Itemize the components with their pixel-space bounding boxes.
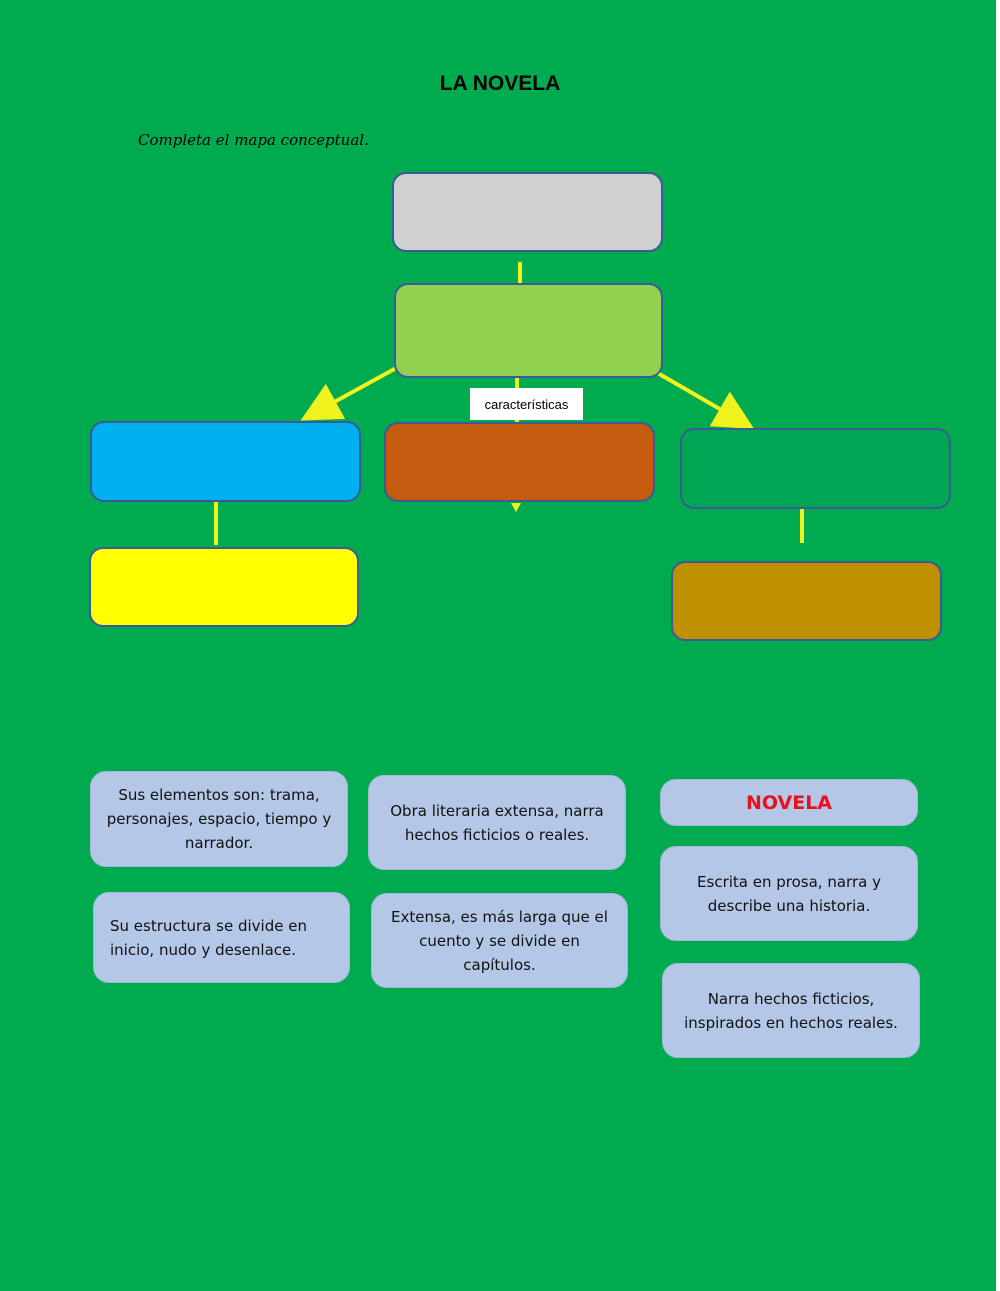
card-elementos[interactable]: Sus elementos son: trama, personajes, es… xyxy=(90,771,348,867)
arrow-right xyxy=(654,370,755,430)
arrow-middle-tip xyxy=(511,503,521,512)
connector-lines xyxy=(214,262,804,545)
card-prosa[interactable]: Escrita en prosa, narra y describe una h… xyxy=(660,846,918,941)
box-green[interactable] xyxy=(680,428,951,509)
page-edge xyxy=(996,0,1000,1291)
box-gold[interactable] xyxy=(671,561,942,641)
card-narra[interactable]: Narra hechos ficticios, inspirados en he… xyxy=(662,963,920,1058)
card-novela[interactable]: NOVELA xyxy=(660,779,918,826)
instruction-text: Completa el mapa conceptual. xyxy=(138,131,369,149)
card-estructura[interactable]: Su estructura se divide en inicio, nudo … xyxy=(93,892,350,983)
characteristics-label: características xyxy=(470,388,583,420)
card-obra[interactable]: Obra literaria extensa, narra hechos fic… xyxy=(368,775,626,870)
page-title: LA NOVELA xyxy=(439,72,561,95)
box-top-gray[interactable] xyxy=(392,172,663,252)
box-orange[interactable] xyxy=(384,422,655,502)
arrow-left xyxy=(300,365,399,421)
box-light-green[interactable] xyxy=(394,283,663,378)
card-extensa[interactable]: Extensa, es más larga que el cuento y se… xyxy=(371,893,628,988)
box-yellow[interactable] xyxy=(89,547,359,627)
box-blue[interactable] xyxy=(90,421,361,502)
